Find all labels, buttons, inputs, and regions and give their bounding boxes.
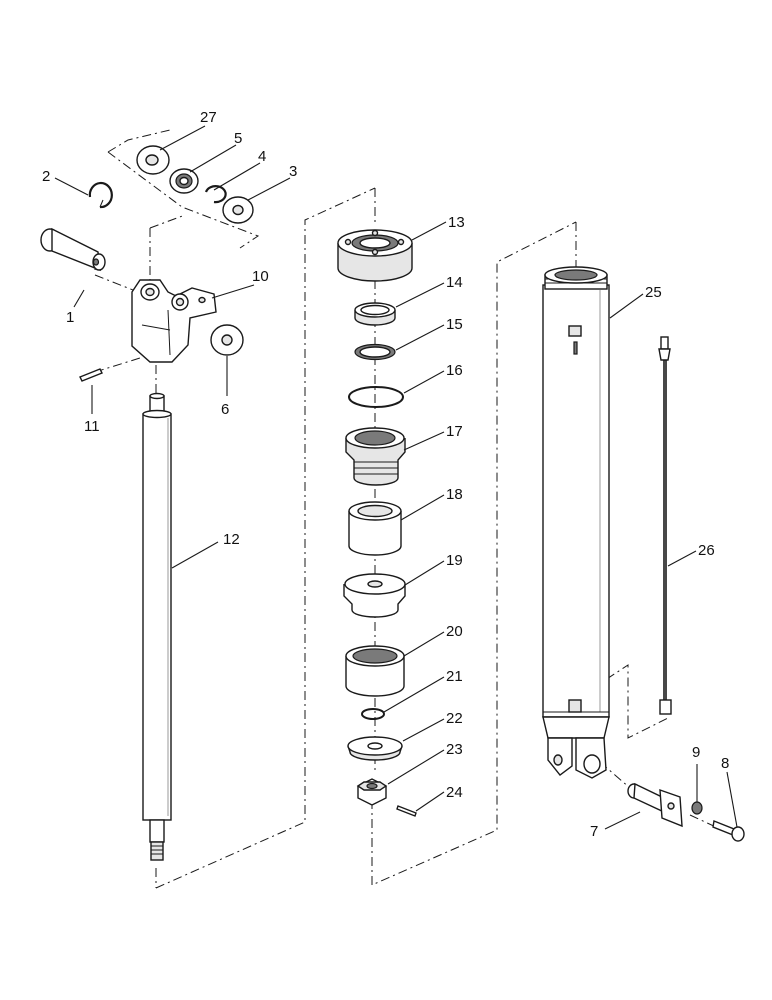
seal-15 [354,343,396,361]
o-ring-16 [348,386,404,408]
snap-ring-4 [204,185,227,204]
bearing-5 [169,168,199,194]
callout-2: 2 [42,168,50,185]
callout-13: 13 [448,214,465,231]
callout-1: 1 [66,309,74,326]
callout-11: 11 [84,418,100,435]
bolt-8 [712,820,745,842]
nut-23 [356,778,388,806]
callout-9: 9 [692,744,700,761]
callout-21: 21 [446,668,463,685]
leader-lines [54,125,738,830]
callout-18: 18 [446,486,463,503]
callout-3: 3 [289,163,297,180]
clevis-10 [131,279,217,363]
tube-26 [658,336,672,715]
callout-15: 15 [446,316,463,333]
washer-6 [210,324,244,356]
callout-24: 24 [446,784,463,801]
callout-6: 6 [221,401,229,418]
callout-26: 26 [698,542,715,559]
roll-pin-11 [79,368,103,382]
bushing-18 [348,501,402,556]
washer-9 [691,801,703,815]
piston-rod-12 [142,392,172,861]
callout-27: 27 [200,109,217,126]
callout-10: 10 [252,268,269,285]
pin-7 [627,782,683,828]
snap-ring-2 [88,181,113,209]
callout-22: 22 [446,710,463,727]
callout-16: 16 [446,362,463,379]
washer-3 [222,196,254,224]
gland-17 [345,427,406,486]
callout-19: 19 [446,552,463,569]
cotter-pin-24 [396,805,417,817]
seal-14 [354,302,396,326]
callout-23: 23 [446,741,463,758]
callout-12: 12 [223,531,240,548]
callout-8: 8 [721,755,729,772]
callout-labels: 27 5 4 3 2 1 10 6 11 12 13 14 15 16 17 1… [42,109,729,840]
cylinder-barrel-25 [542,266,610,779]
callout-4: 4 [258,148,266,165]
o-ring-21 [361,708,385,720]
ring-13 [337,229,413,282]
callout-14: 14 [446,274,463,291]
callout-5: 5 [234,130,242,147]
callout-17: 17 [446,423,463,440]
sleeve-20 [345,645,405,697]
callout-20: 20 [446,623,463,640]
callout-7: 7 [590,823,598,840]
piston-19 [343,573,406,618]
callout-25: 25 [645,284,662,301]
washer-22 [347,736,403,761]
pin-1 [40,227,106,272]
washer-27 [136,145,170,175]
